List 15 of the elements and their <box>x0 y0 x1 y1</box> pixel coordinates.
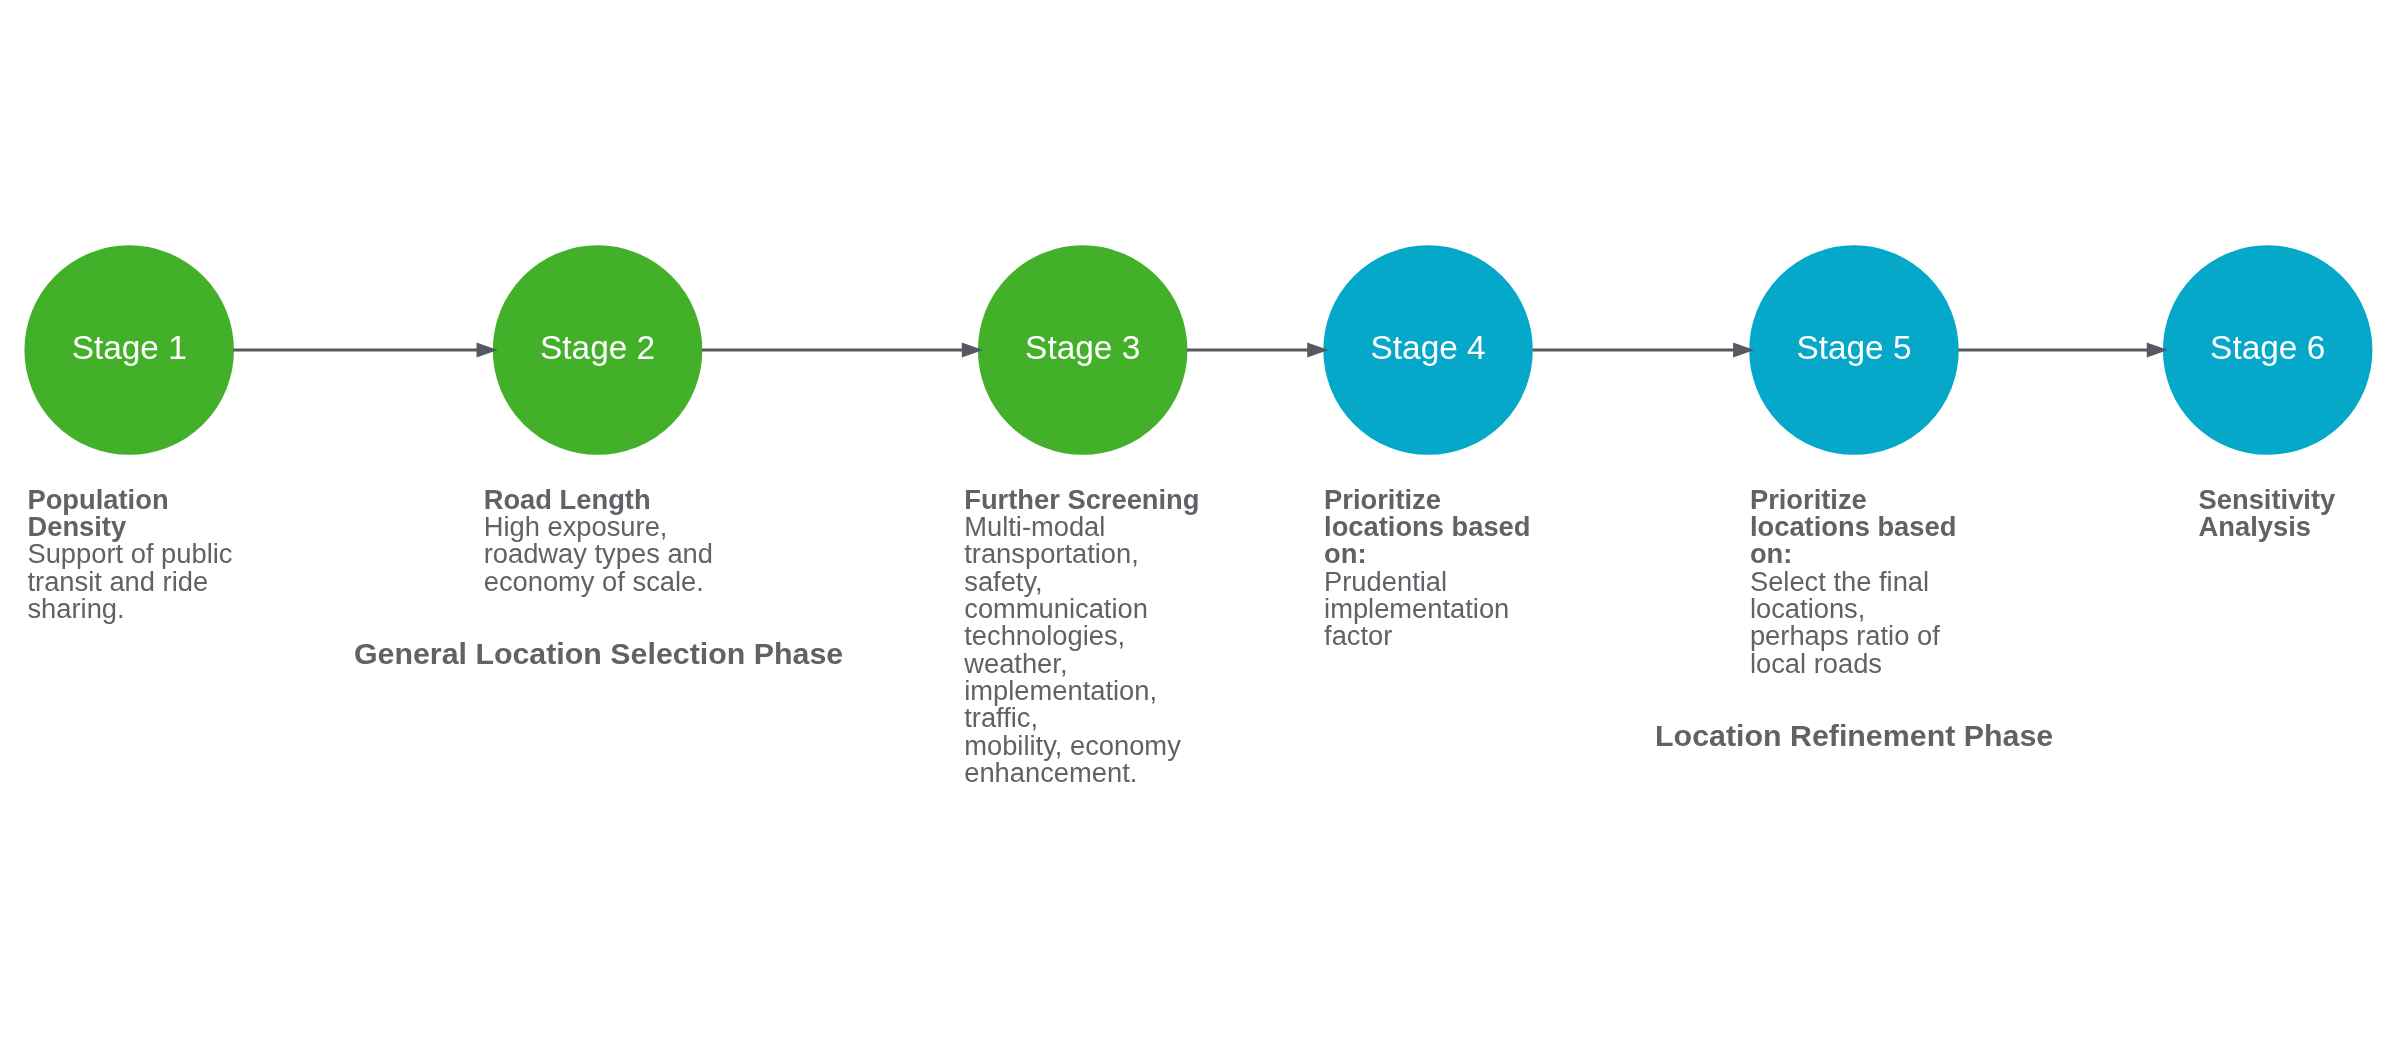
node-label: Population Density <box>27 483 169 542</box>
arrow <box>1958 342 2169 358</box>
arrow <box>233 342 498 358</box>
node-circle: Stage 5 <box>1749 245 1959 455</box>
node-circle: Stage 6 <box>2162 245 2373 455</box>
arrow <box>1532 342 1755 358</box>
node-circle: Stage 2 <box>492 245 703 455</box>
label: Location Refinement Phase <box>1655 719 2054 753</box>
arrow <box>1186 342 1329 358</box>
node-label: Sensitivity Analysis <box>2198 483 2336 542</box>
node-circle: Stage 4 <box>1323 245 1533 455</box>
node-circle: Stage 1 <box>24 245 234 455</box>
node-circle: Stage 3 <box>977 245 1188 455</box>
arrow <box>701 342 984 358</box>
label: General Location Selection Phase <box>353 637 844 671</box>
